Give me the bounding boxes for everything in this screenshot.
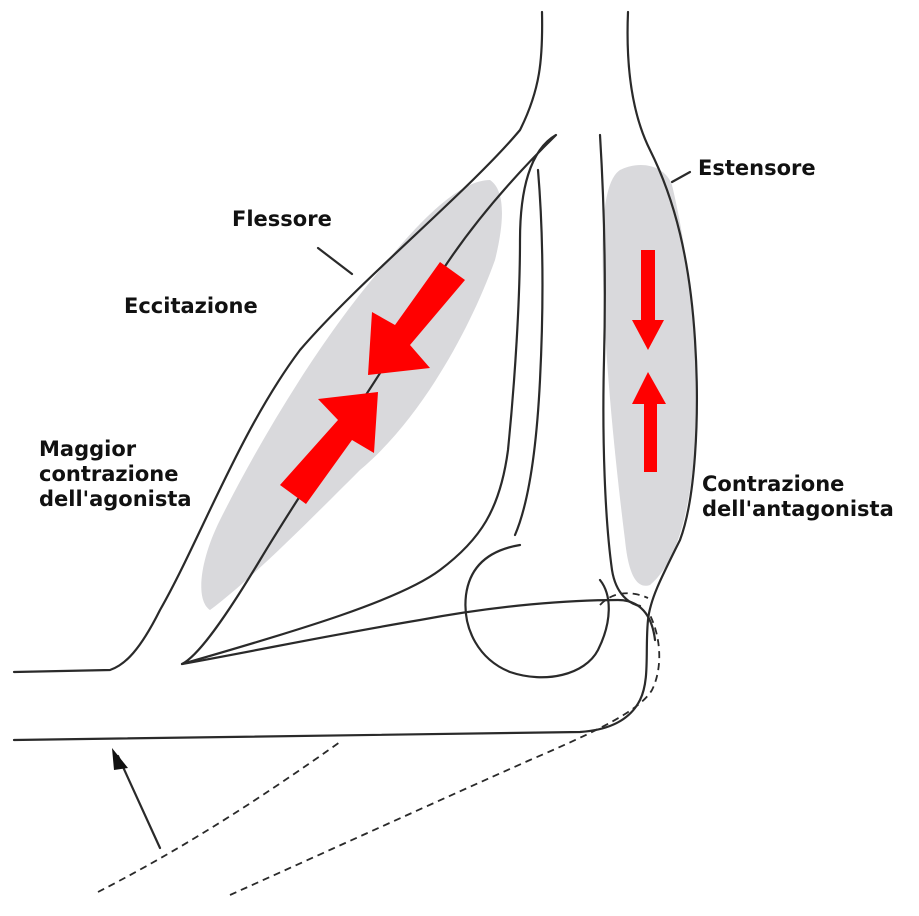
elbow-joint	[465, 545, 608, 677]
extensor-label: Estensore	[698, 156, 816, 180]
extensor-leader	[672, 172, 690, 182]
excitation-label: Eccitazione	[124, 294, 258, 318]
flexor-leader	[318, 248, 352, 274]
forearm-dashed-upper	[98, 742, 340, 892]
forearm-dashed-lower	[230, 615, 659, 895]
antagonist-label-line-2: dell'antagonista	[702, 497, 894, 521]
agonist-label-line-3: dell'agonista	[39, 487, 192, 511]
forearm-top	[182, 600, 655, 664]
humerus-shaft-line	[515, 170, 542, 535]
agonist-label-line-1: Maggior	[39, 437, 136, 461]
flexion-arrow-shaft	[118, 756, 160, 848]
flexor-label: Flessore	[232, 207, 332, 231]
upper-arm-outline-left	[14, 12, 542, 672]
antagonist-label-line-1: Contrazione	[702, 472, 844, 496]
agonist-label-line-2: contrazione	[39, 462, 178, 486]
flexion-arrow-head	[112, 748, 128, 770]
flexor-muscle	[201, 180, 502, 610]
